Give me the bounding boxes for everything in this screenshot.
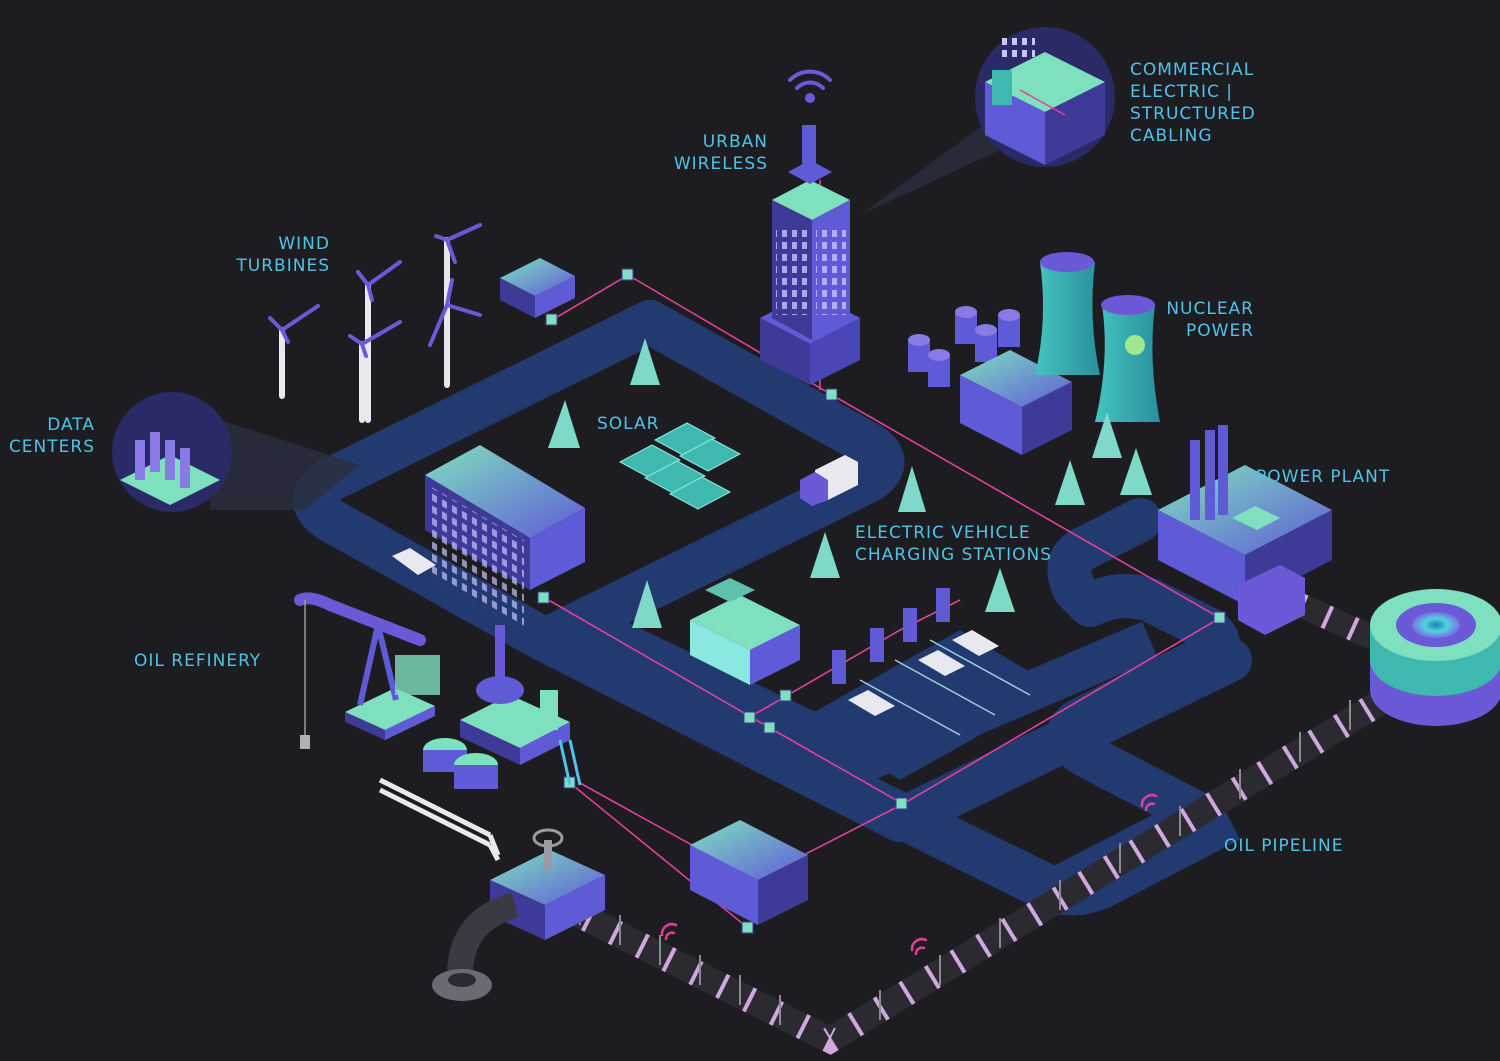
solar-panels xyxy=(618,422,742,510)
wind-turbines xyxy=(268,223,482,423)
nuclear-small-tanks xyxy=(908,306,1020,387)
pipeline-valve-station xyxy=(432,828,605,1001)
cooling-tower-1 xyxy=(1035,252,1100,375)
delivery-van xyxy=(800,455,858,506)
label-ev-charging-stations: ELECTRIC VEHICLE CHARGING STATIONS xyxy=(855,523,1053,565)
oil-pumpjack xyxy=(294,592,440,749)
small-substation-building xyxy=(500,258,575,318)
label-data-centers: DATA CENTERS xyxy=(8,415,95,457)
trees xyxy=(548,338,1152,628)
oil-storage-tank xyxy=(1370,589,1500,726)
urban-wireless-tower xyxy=(760,69,860,385)
commercial-zoom-callout xyxy=(860,27,1115,215)
wind-turbine-3 xyxy=(348,320,402,423)
oil-refinery-plant xyxy=(378,625,582,862)
road-network xyxy=(293,300,1252,916)
pump-station-building xyxy=(690,820,808,925)
label-commercial-electric: COMMERCIAL ELECTRIC | STRUCTURED CABLING xyxy=(1130,60,1256,146)
wind-turbine-4 xyxy=(428,223,482,388)
label-oil-pipeline: OIL PIPELINE xyxy=(1224,836,1344,856)
label-nuclear-power: NUCLEAR POWER xyxy=(1166,299,1254,341)
data-center-building xyxy=(425,445,585,631)
label-oil-refinery: OIL REFINERY xyxy=(134,651,262,671)
label-wind-turbines: WIND TURBINES xyxy=(236,234,330,276)
nuclear-main-building xyxy=(960,350,1072,455)
car-white xyxy=(392,548,436,575)
power-plant xyxy=(1158,425,1332,635)
cooling-tower-2 xyxy=(1095,295,1160,422)
label-power-plant: POWER PLANT xyxy=(1256,467,1391,487)
convenience-store xyxy=(690,578,800,685)
data-centers-zoom-callout xyxy=(112,392,360,512)
ev-charging-lot xyxy=(800,588,1060,780)
wind-turbine-1 xyxy=(268,304,320,399)
label-solar: SOLAR xyxy=(597,414,660,434)
nuclear-power-plant xyxy=(908,252,1160,455)
cable-junctions xyxy=(537,268,1226,934)
label-urban-wireless: URBAN WIRELESS xyxy=(673,132,768,174)
wind-turbine-2 xyxy=(356,260,402,423)
